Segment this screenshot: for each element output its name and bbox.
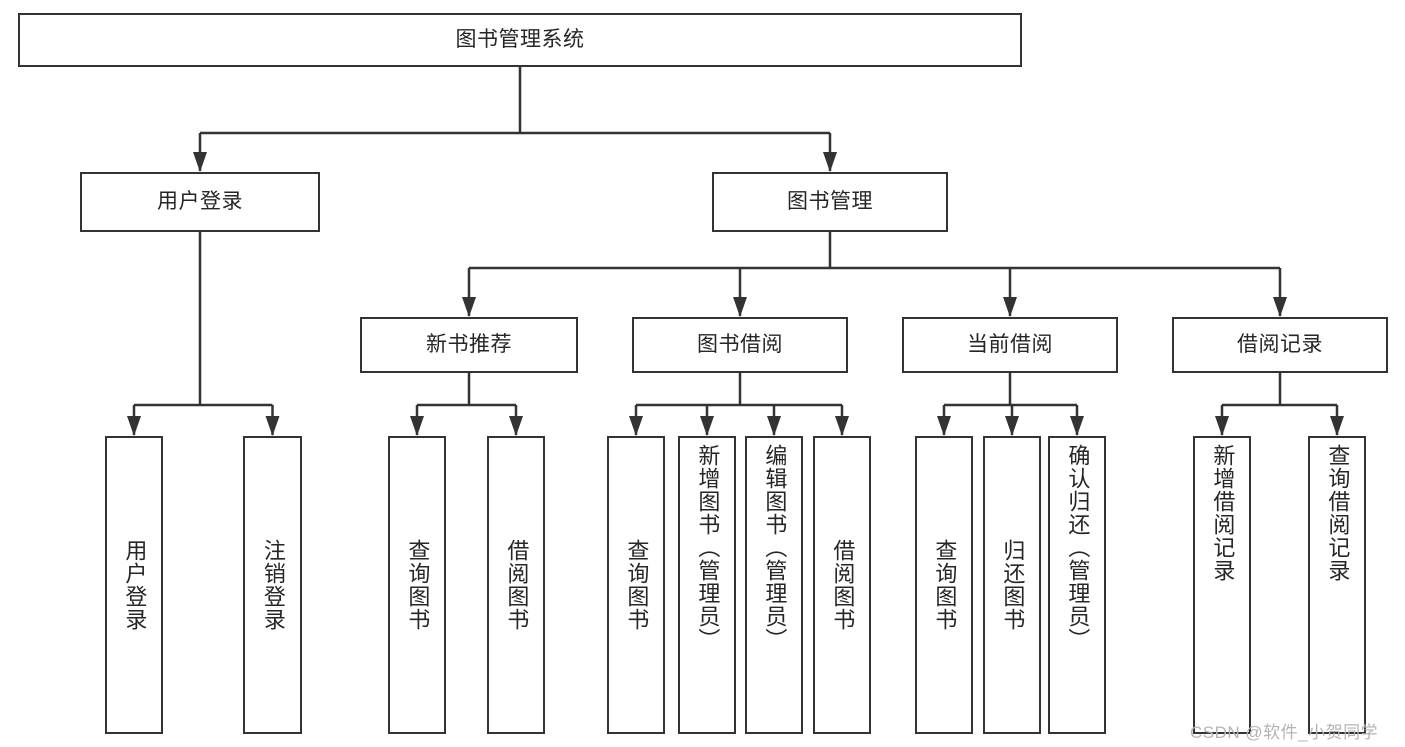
node-leaf-login[interactable]: 用户登录 xyxy=(105,436,163,734)
watermark: CSDN @软件_小贺同学 xyxy=(1190,723,1379,742)
node-leaf-bb-edit[interactable]: 编辑图书（管理员） xyxy=(745,436,803,734)
node-user-login[interactable]: 用户登录 xyxy=(80,172,320,232)
node-label: 查询图书 xyxy=(405,539,431,631)
c-root-arrow-book-manage xyxy=(823,152,837,172)
c-bm-arrow-borrow-record xyxy=(1273,297,1287,317)
node-label: 查询借阅记录 xyxy=(1325,444,1351,582)
c-root-arrow-user-login xyxy=(193,152,207,172)
node-leaf-rec-query[interactable]: 查询图书 xyxy=(388,436,446,734)
node-label: 图书管理 xyxy=(787,190,873,214)
node-label: 新书推荐 xyxy=(426,333,512,357)
c-bb-arrow-leaf-bb-borrow xyxy=(835,416,849,436)
node-label: 图书管理系统 xyxy=(455,28,585,52)
node-leaf-bb-borrow[interactable]: 借阅图书 xyxy=(813,436,871,734)
node-label: 确认归还（管理员） xyxy=(1065,444,1091,651)
c-bb-arrow-leaf-bb-query xyxy=(629,416,643,436)
c-bm-arrow-book-borrow xyxy=(733,297,747,317)
node-leaf-logout[interactable]: 注销登录 xyxy=(243,436,302,734)
node-label: 新增借阅记录 xyxy=(1210,444,1236,582)
node-new-book-rec[interactable]: 新书推荐 xyxy=(360,317,578,373)
c-cb-arrow-leaf-cb-confirm xyxy=(1070,416,1084,436)
node-root[interactable]: 图书管理系统 xyxy=(18,13,1022,67)
node-label: 编辑图书（管理员） xyxy=(762,444,788,651)
c-bb-arrow-leaf-bb-edit xyxy=(767,416,781,436)
node-label: 借阅图书 xyxy=(830,539,856,631)
c-br-arrow-leaf-br-add xyxy=(1215,416,1229,436)
node-label: 查询图书 xyxy=(624,539,650,631)
node-label: 当前借阅 xyxy=(967,333,1053,357)
c-br-arrow-leaf-br-query xyxy=(1330,416,1344,436)
node-label: 用户登录 xyxy=(122,539,148,631)
node-leaf-br-query[interactable]: 查询借阅记录 xyxy=(1308,436,1366,734)
c-bm-arrow-current-borrow xyxy=(1003,297,1017,317)
c-rec-arrow-leaf-rec-query xyxy=(410,416,424,436)
node-label: 归还图书 xyxy=(1000,539,1026,631)
node-leaf-cb-return[interactable]: 归还图书 xyxy=(983,436,1041,734)
node-borrow-record[interactable]: 借阅记录 xyxy=(1172,317,1388,373)
node-current-borrow[interactable]: 当前借阅 xyxy=(902,317,1118,373)
node-leaf-cb-confirm[interactable]: 确认归还（管理员） xyxy=(1048,436,1106,734)
c-cb-arrow-leaf-cb-return xyxy=(1005,416,1019,436)
node-leaf-bb-add[interactable]: 新增图书（管理员） xyxy=(678,436,736,734)
node-label: 注销登录 xyxy=(260,539,286,631)
c-rec-arrow-leaf-rec-borrow xyxy=(509,416,523,436)
node-label: 借阅记录 xyxy=(1237,333,1323,357)
c-bm-arrow-new-book-rec xyxy=(462,297,476,317)
node-label: 图书借阅 xyxy=(697,333,783,357)
node-label: 新增图书（管理员） xyxy=(695,444,721,651)
c-ul-arrow-leaf-logout xyxy=(265,416,280,436)
node-leaf-bb-query[interactable]: 查询图书 xyxy=(607,436,665,734)
node-book-borrow[interactable]: 图书借阅 xyxy=(632,317,848,373)
node-label: 借阅图书 xyxy=(504,539,530,631)
c-ul-arrow-leaf-login xyxy=(127,416,141,436)
node-leaf-cb-query[interactable]: 查询图书 xyxy=(915,436,973,734)
node-label: 查询图书 xyxy=(932,539,958,631)
node-label: 用户登录 xyxy=(157,190,243,214)
node-book-manage[interactable]: 图书管理 xyxy=(712,172,948,232)
c-bb-arrow-leaf-bb-add xyxy=(700,416,714,436)
node-leaf-br-add[interactable]: 新增借阅记录 xyxy=(1193,436,1251,734)
node-leaf-rec-borrow[interactable]: 借阅图书 xyxy=(487,436,545,734)
c-cb-arrow-leaf-cb-query xyxy=(937,416,951,436)
